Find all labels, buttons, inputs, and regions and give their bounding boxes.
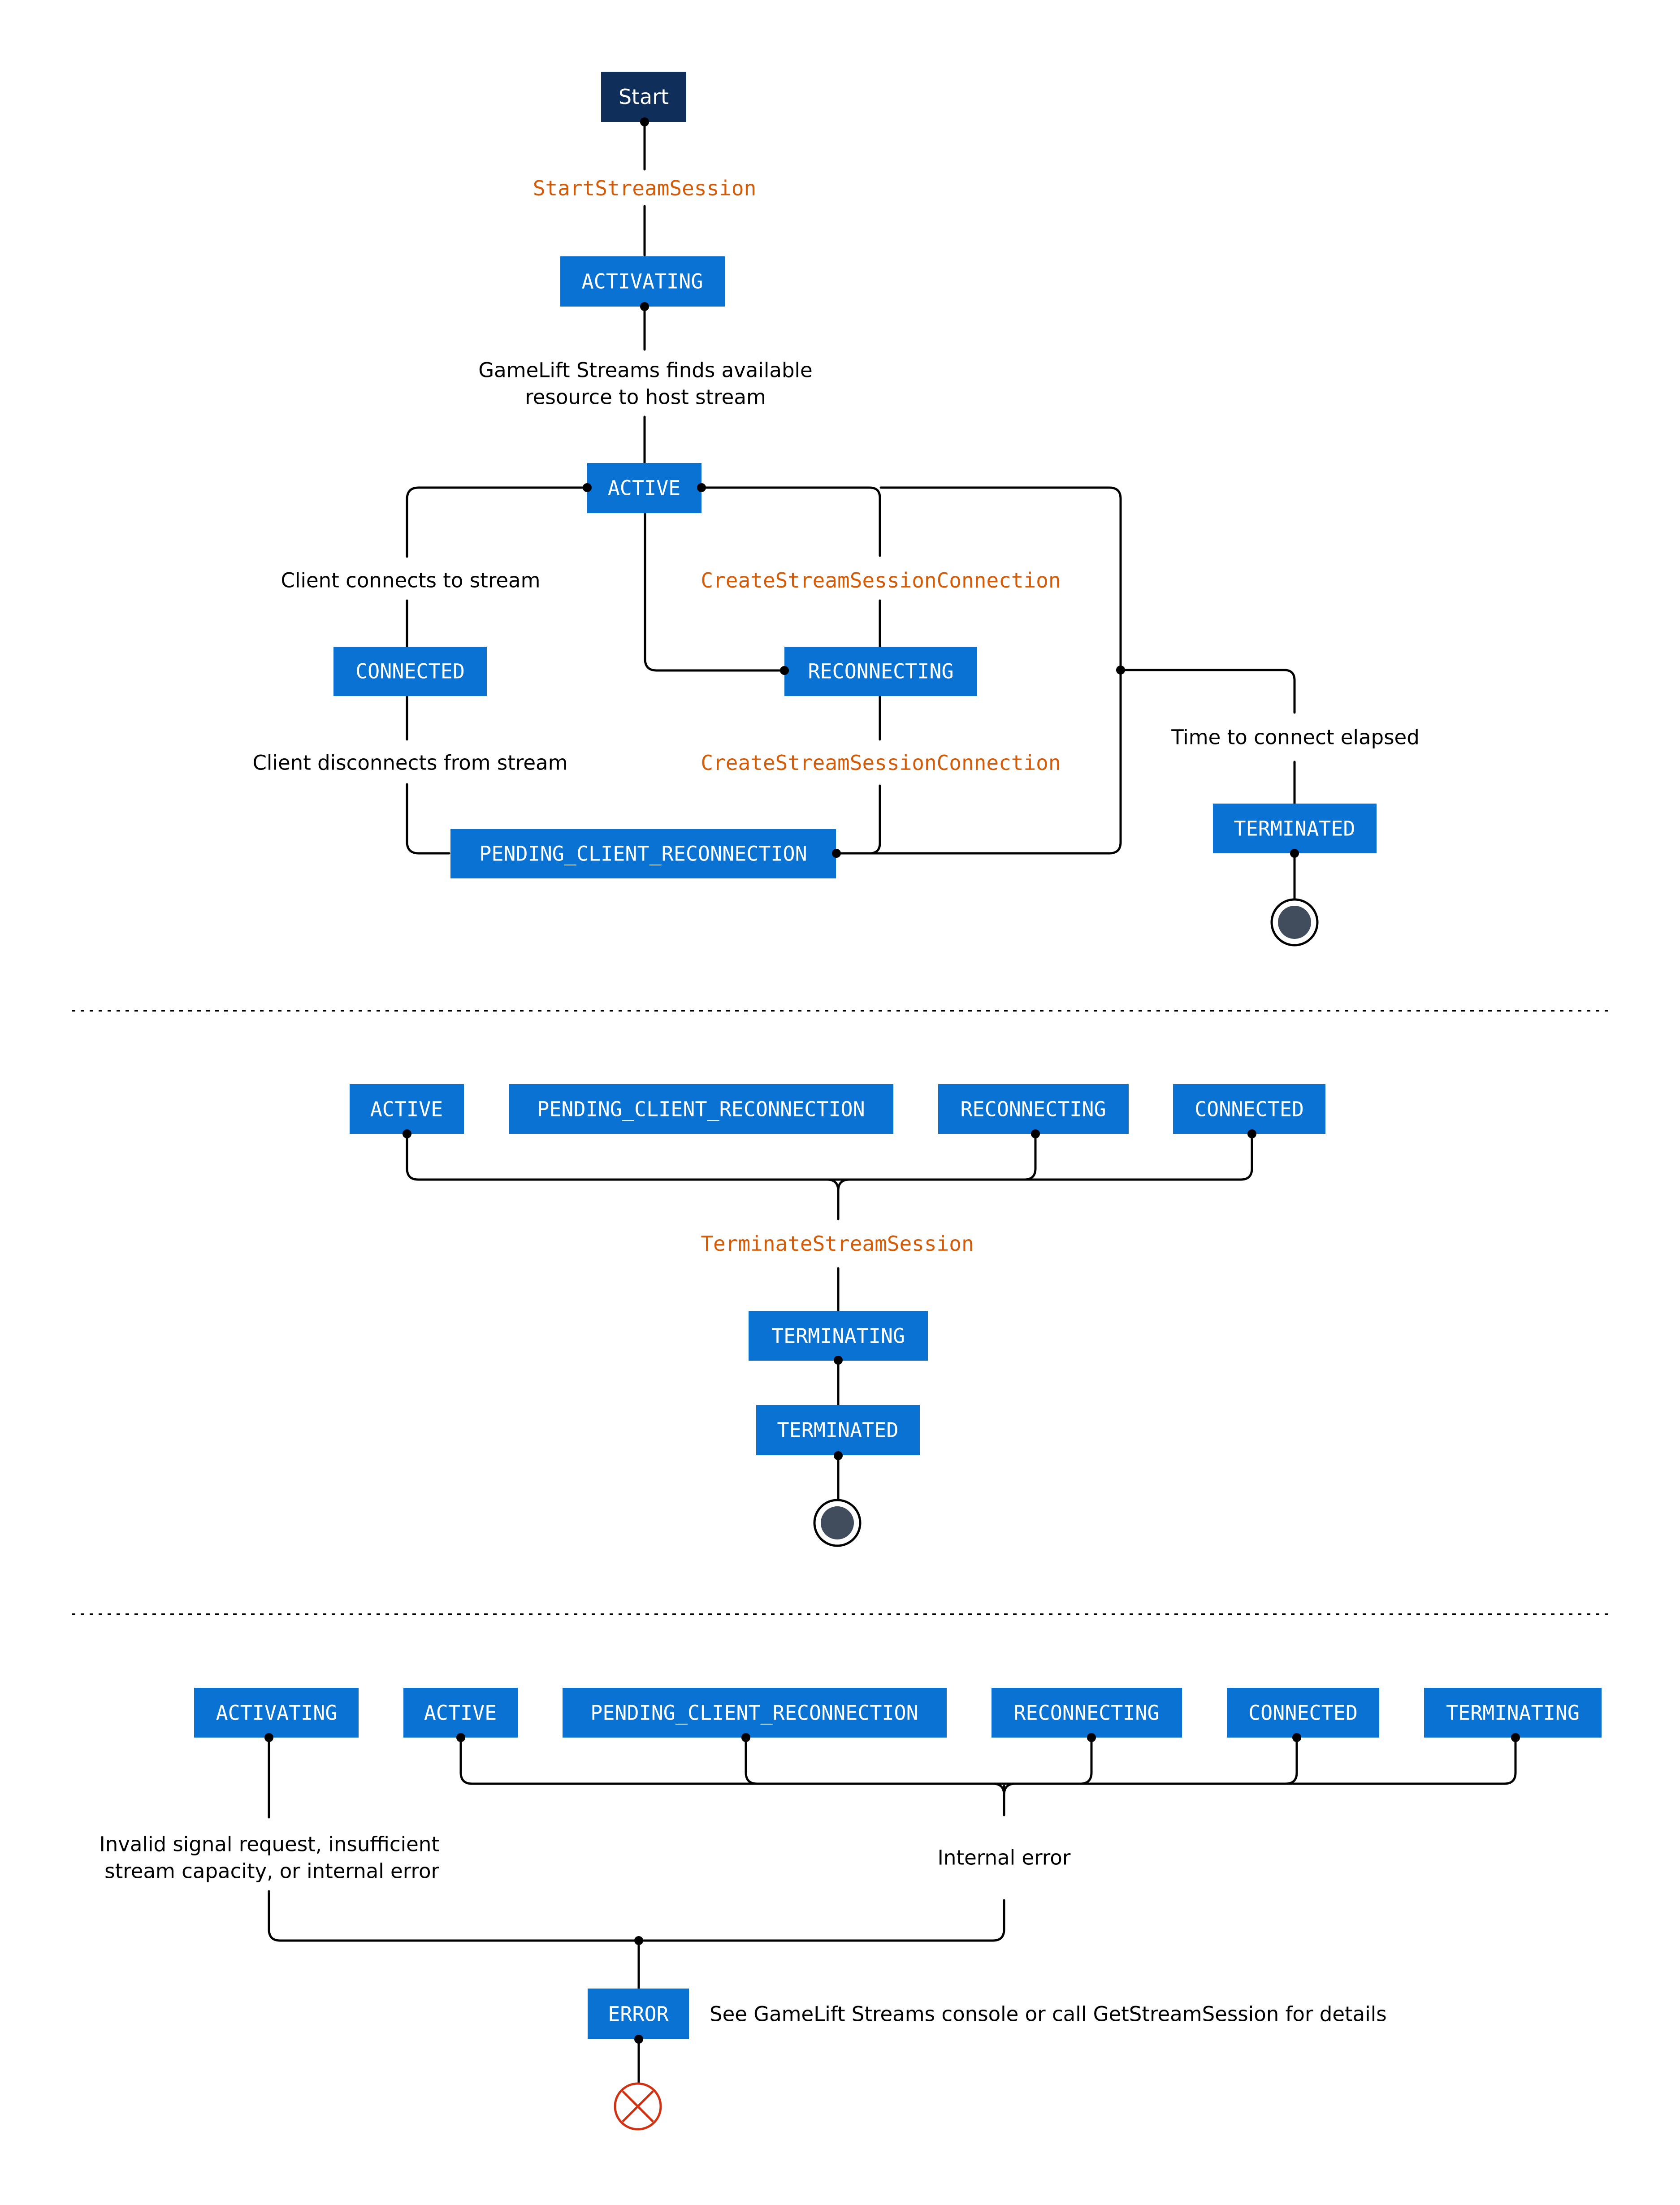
dot: [1116, 666, 1125, 674]
state-activating-label: ACTIVATING: [582, 270, 703, 294]
edge-bracket-to-terminate: [826, 1178, 840, 1220]
label-client-connects: Client connects to stream: [281, 569, 541, 592]
state-error-label: ERROR: [608, 2002, 669, 2026]
state-activating: [560, 256, 725, 307]
end-node-2-inner: [821, 1506, 854, 1539]
dot: [1087, 1733, 1096, 1742]
label-client-disconnects: Client disconnects from stream: [253, 751, 568, 775]
edge-reconnecting-to-bracket: [1079, 1736, 1093, 1785]
api-start-stream-session: StartStreamSession: [533, 176, 757, 200]
edge-bracket-to-terminate-b: [837, 1178, 851, 1192]
edge-pending-to-reconnecting: [835, 784, 881, 855]
dot: [583, 483, 592, 492]
state-reconnecting: [938, 1084, 1129, 1134]
dot: [780, 666, 789, 675]
state-connected-label: CONNECTED: [1195, 1098, 1304, 1121]
state-active-label: ACTIVE: [608, 476, 681, 500]
label-internal-error: Internal error: [938, 1846, 1071, 1870]
edge-reconnecting-to-bracket: [1023, 1133, 1037, 1181]
state-reconnecting-label: RECONNECTING: [1013, 1701, 1159, 1725]
state-active: [350, 1084, 464, 1134]
state-connected: [333, 647, 487, 696]
section-2-terminate: ACTIVE PENDING_CLIENT_RECONNECTION RECON…: [350, 1084, 1325, 1547]
state-active: [587, 463, 701, 513]
dot: [1031, 1129, 1040, 1138]
state-pending-label: PENDING_CLIENT_RECONNECTION: [590, 1701, 918, 1725]
state-terminating: [749, 1311, 928, 1361]
state-pending-client-reconnection: [509, 1084, 893, 1134]
dot: [834, 1451, 843, 1460]
state-reconnecting: [784, 647, 977, 696]
label-invalid-signal-2: stream capacity, or internal error: [104, 1859, 439, 1883]
dot: [634, 2035, 643, 2044]
edge-timeout-to-terminated: [1119, 669, 1296, 714]
edge-connected-to-pending-2: [406, 783, 450, 855]
dot: [640, 302, 649, 311]
edge-pending-to-bracket: [745, 1736, 758, 1785]
dot: [640, 117, 649, 126]
dot: [1511, 1733, 1520, 1742]
start-node: [601, 72, 686, 122]
state-connected-label: CONNECTED: [1248, 1701, 1358, 1725]
state-terminated-label: TERMINATED: [777, 1418, 899, 1442]
label-finds-resource-2: resource to host stream: [525, 385, 766, 409]
state-reconnecting-label: RECONNECTING: [808, 660, 953, 683]
edge-states-to-internal-bracket: [459, 1736, 1517, 1785]
end-node-1-inner: [1278, 906, 1311, 939]
state-terminating: [1424, 1688, 1602, 1738]
state-pending-label: PENDING_CLIENT_RECONNECTION: [479, 842, 807, 866]
state-connected-label: CONNECTED: [355, 660, 465, 683]
state-terminating-label: TERMINATING: [1446, 1701, 1580, 1725]
api-create-connection-bottom: CreateStreamSessionConnection: [701, 751, 1061, 775]
dot: [1292, 1733, 1301, 1742]
state-active-label: ACTIVE: [370, 1098, 443, 1121]
dot: [634, 1936, 643, 1945]
state-terminated: [756, 1405, 920, 1455]
edge-active-to-connected: [406, 486, 589, 558]
label-invalid-signal-1: Invalid signal request, insufficient: [99, 1833, 439, 1856]
edge-connected-to-bracket: [1284, 1736, 1298, 1785]
edge-states-to-terminate-bracket: [406, 1133, 1253, 1181]
edge-active-to-reconnecting: [700, 486, 881, 557]
dot: [1247, 1129, 1256, 1138]
section-1-lifecycle: Start StartStreamSession ACTIVATING Game…: [253, 72, 1420, 947]
edge-reconnecting-to-active: [644, 512, 786, 672]
api-create-connection-top: CreateStreamSessionConnection: [701, 568, 1061, 592]
state-pending-client-reconnection: [450, 829, 836, 878]
state-activating-label: ACTIVATING: [216, 1701, 338, 1725]
state-reconnecting: [992, 1688, 1182, 1738]
state-active: [403, 1688, 518, 1738]
dot: [832, 849, 841, 858]
state-active-label: ACTIVE: [424, 1701, 497, 1725]
state-reconnecting-label: RECONNECTING: [960, 1098, 1106, 1121]
dot: [403, 1129, 411, 1138]
label-see-console: See GameLift Streams console or call Get…: [710, 2002, 1387, 2026]
edge-invalid-to-error-bracket: [268, 1890, 1005, 1942]
section-3-error: ACTIVATING ACTIVE PENDING_CLIENT_RECONNE…: [99, 1688, 1602, 2131]
state-pending-label: PENDING_CLIENT_RECONNECTION: [537, 1098, 865, 1121]
edge-bracket-to-internal: [992, 1782, 1017, 1796]
state-connected: [1173, 1084, 1325, 1134]
dot: [264, 1733, 273, 1742]
state-connected: [1227, 1688, 1379, 1738]
dot: [741, 1733, 750, 1742]
dot: [697, 483, 706, 492]
state-activating: [194, 1688, 359, 1738]
state-terminating-label: TERMINATING: [771, 1324, 905, 1348]
error-x-icon: [622, 2090, 654, 2123]
api-terminate-stream-session: TerminateStreamSession: [701, 1232, 974, 1256]
dot: [1290, 849, 1299, 858]
start-label: Start: [619, 85, 669, 109]
dot: [834, 1356, 843, 1365]
state-terminated: [1213, 804, 1377, 853]
state-terminated-label: TERMINATED: [1234, 817, 1355, 841]
dot: [456, 1733, 465, 1742]
label-time-elapsed: Time to connect elapsed: [1171, 726, 1420, 749]
label-finds-resource-1: GameLift Streams finds available: [478, 359, 812, 382]
state-error: [588, 1989, 689, 2039]
state-pending-client-reconnection: [563, 1688, 947, 1738]
